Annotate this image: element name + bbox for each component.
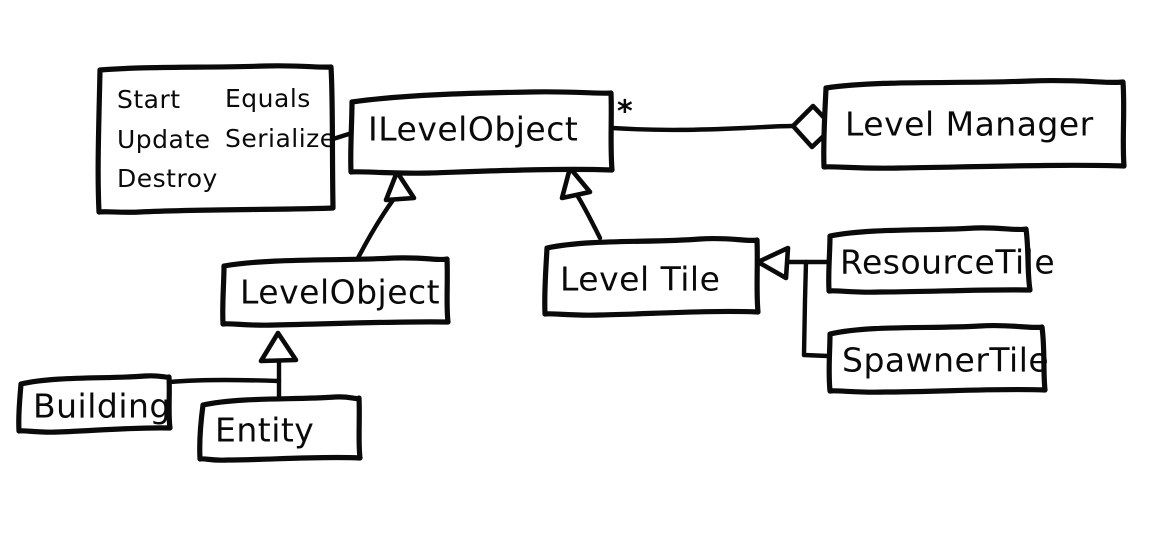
class-name-levelmanager: Level Manager (845, 105, 1094, 144)
class-name-levelobject: LevelObject (240, 273, 440, 312)
generalization-triangle-levelobject-children-icon (258, 330, 299, 364)
class-box-spawnertile-outline (826, 322, 1048, 395)
class-box-ilevelobject: ILevelObject (348, 89, 615, 176)
class-box-entity-outline (197, 394, 363, 463)
methods-box-outline (95, 63, 336, 215)
class-name-resourcetile: ResourceTile (840, 243, 1055, 282)
class-box-levelobject: LevelObject (220, 255, 451, 328)
method-serialize: Serialize (225, 124, 336, 153)
class-name-entity: Entity (215, 411, 314, 450)
class-box-leveltile-outline (542, 235, 761, 318)
connector-building-to-trunk (167, 377, 282, 385)
class-box-entity: Entity (197, 394, 363, 463)
class-box-levelobject-outline (220, 255, 451, 328)
class-name-leveltile: Level Tile (560, 260, 720, 299)
method-start: Start (117, 85, 181, 114)
method-equals: Equals (225, 84, 311, 113)
class-box-resourcetile: ResourceTile (826, 225, 1055, 295)
multiplicity-star: * (617, 95, 633, 130)
class-name-building: Building (33, 387, 171, 426)
connector-aggregation-levelmanager (609, 123, 796, 133)
class-box-building-outline (16, 373, 173, 435)
connector-leveltile-to-ilevelobject (572, 189, 603, 241)
connector-tiles-trunk (801, 259, 831, 359)
class-box-ilevelobject-outline (348, 89, 615, 176)
method-destroy: Destroy (117, 164, 218, 193)
class-name-spawnertile: SpawnerTile (842, 341, 1049, 380)
connector-levelobject-to-ilevelobject (355, 193, 399, 261)
class-box-levelmanager-outline (821, 77, 1127, 171)
class-box-resourcetile-outline (826, 225, 1033, 295)
generalization-triangle-levelobject-icon (383, 169, 417, 203)
class-box-leveltile: Level Tile (542, 235, 761, 318)
generalization-triangle-leveltile-icon (559, 165, 593, 201)
class-box-spawnertile: SpawnerTile (826, 322, 1049, 395)
methods-box: Start Equals Update Serialize Destroy (95, 63, 336, 215)
class-name-ilevelobject: ILevelObject (368, 110, 578, 149)
method-update: Update (117, 125, 211, 154)
generalization-triangle-tiles-icon (755, 245, 791, 281)
class-box-levelmanager: Level Manager (821, 77, 1127, 171)
class-box-building: Building (16, 373, 173, 435)
